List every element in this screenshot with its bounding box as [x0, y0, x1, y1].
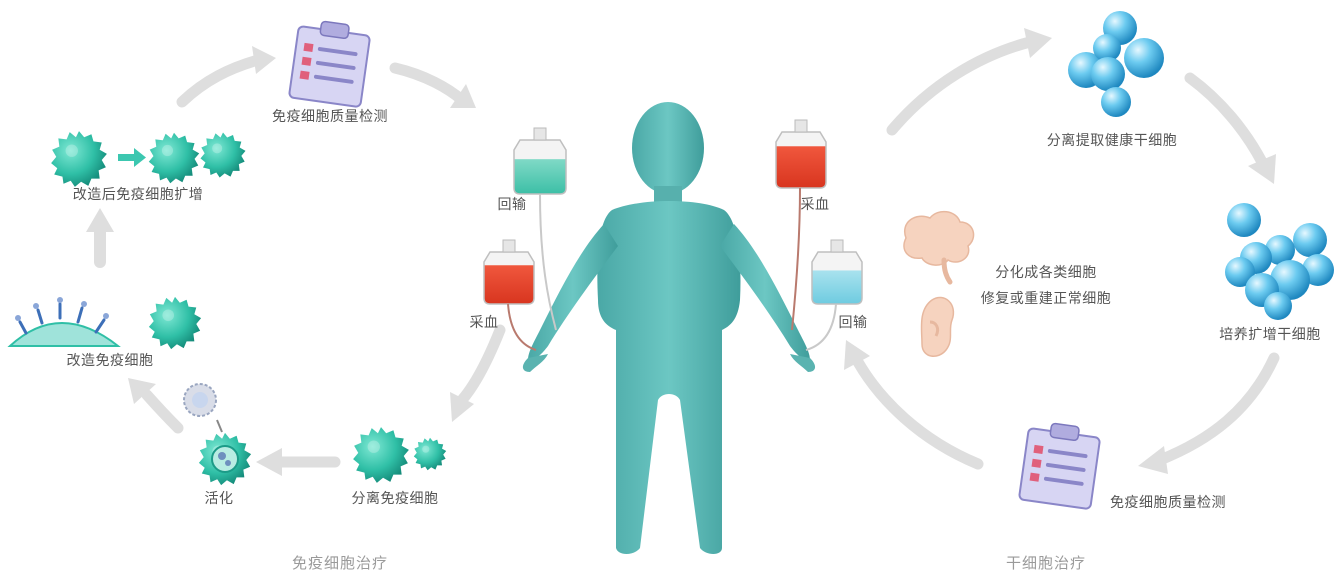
- label-differentiate: 分化成各类细胞: [995, 262, 1097, 282]
- bag-draw-left: [484, 240, 536, 350]
- arrow-down-center-left: [450, 330, 500, 422]
- arrow-up-left: [86, 208, 114, 262]
- brain-icon: [904, 212, 974, 282]
- kidney-icon: [921, 297, 953, 356]
- title-immune-therapy: 免疫细胞治疗: [292, 552, 388, 573]
- label-draw-right: 采血: [801, 194, 830, 214]
- stem-cells-extracted: [1068, 11, 1164, 117]
- label-stem-quality-check: 免疫细胞质量检测: [1110, 492, 1226, 512]
- arrow-right-top-right: [1190, 78, 1276, 184]
- label-immune-quality-check: 免疫细胞质量检测: [272, 106, 388, 126]
- clipboard-icon-right: [1019, 420, 1101, 509]
- label-separate-immune-cells: 分离免疫细胞: [352, 488, 439, 508]
- immune-cell-expansion-1: [51, 131, 107, 187]
- separated-immune-cell-small: [414, 438, 446, 470]
- clipboard-icon-left: [289, 18, 371, 107]
- arrow-right-bottom-left: [844, 340, 978, 464]
- arrow-right-bottom-right: [1138, 358, 1274, 474]
- immune-cell-expansion-3: [201, 133, 246, 178]
- bag-return-right: [806, 240, 862, 350]
- arrow-left-top-right: [395, 68, 476, 108]
- arrow-left-top: [182, 46, 276, 102]
- stem-cells-expanded: [1225, 203, 1334, 320]
- label-return-right: 回输: [839, 312, 868, 332]
- activated-cell: [184, 384, 251, 485]
- label-activation: 活化: [205, 488, 234, 508]
- label-extract-stem-cells: 分离提取健康干细胞: [1047, 130, 1178, 150]
- arrow-left-bottom: [256, 448, 335, 476]
- title-stem-cell-therapy: 干细胞治疗: [1006, 552, 1086, 573]
- label-repair: 修复或重建正常细胞: [981, 288, 1112, 308]
- separated-immune-cell-large: [353, 427, 409, 483]
- label-expand-stem-cells: 培养扩增干细胞: [1219, 324, 1321, 344]
- modified-cell-membrane: [10, 297, 118, 346]
- arrow-right-top: [892, 28, 1052, 130]
- label-modified-cells: 改造免疫细胞: [67, 350, 154, 370]
- label-draw-left: 采血: [470, 312, 499, 332]
- modified-immune-cell: [149, 297, 201, 349]
- arrow-left-diagonal: [128, 378, 178, 428]
- label-modified-expansion: 改造后免疫细胞扩增: [73, 184, 204, 204]
- immune-cell-expansion-2: [149, 133, 199, 183]
- label-return-left: 回输: [498, 194, 527, 214]
- small-arrow-icon: [118, 148, 146, 167]
